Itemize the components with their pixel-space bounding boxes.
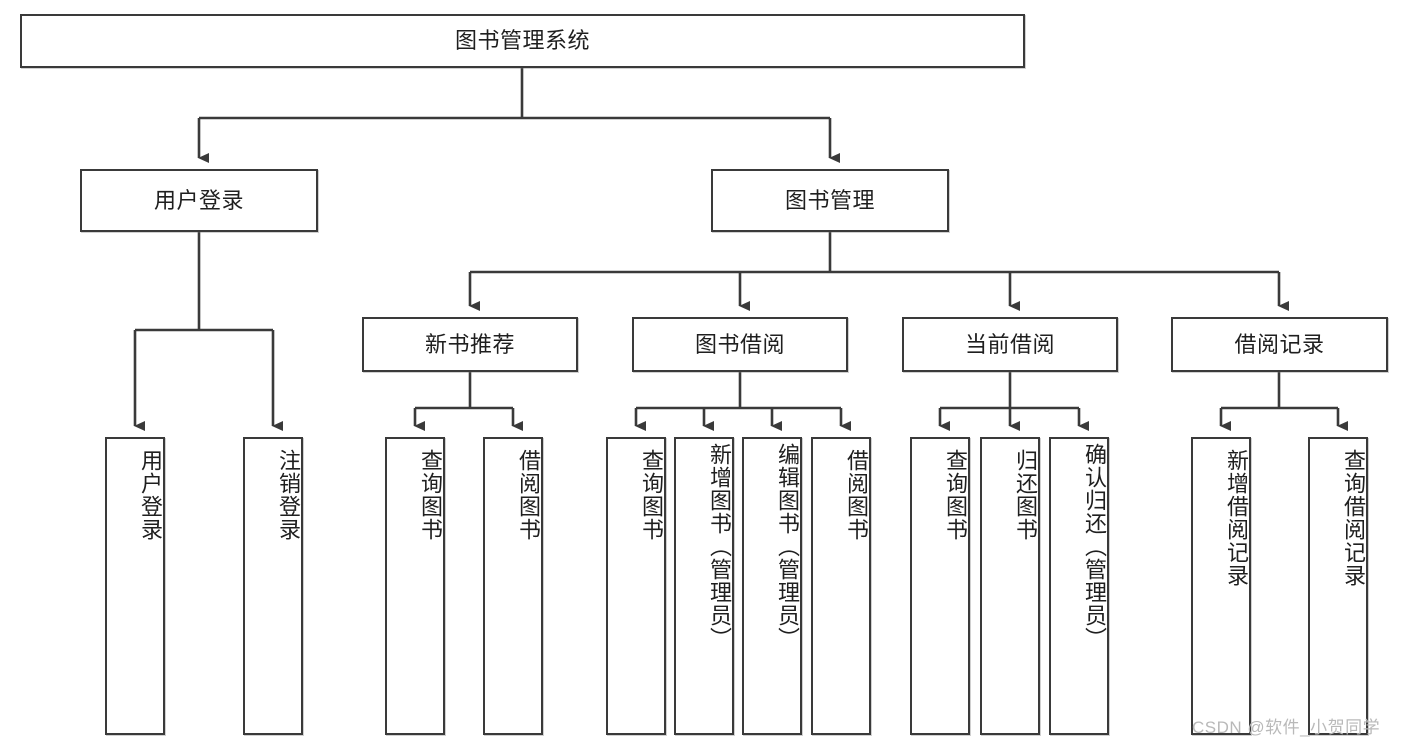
node-book-borrow-label: 图书借阅	[694, 331, 785, 357]
node-current-borrow[interactable]: 当前借阅	[902, 317, 1118, 372]
node-leaf-user-login[interactable]: 用户登录	[105, 437, 165, 735]
node-leaf-user-login-label: 用户登录	[138, 449, 163, 541]
node-leaf-borrow-lend-label: 借阅图书	[844, 449, 869, 541]
node-new-book-recommend[interactable]: 新书推荐	[362, 317, 578, 372]
node-leaf-record-query[interactable]: 查询借阅记录	[1308, 437, 1368, 735]
node-leaf-newbook-query-label: 查询图书	[418, 449, 443, 541]
node-book-borrow[interactable]: 图书借阅	[632, 317, 848, 372]
node-user-login-label: 用户登录	[153, 187, 244, 213]
node-root[interactable]: 图书管理系统	[20, 14, 1025, 68]
node-leaf-user-logout[interactable]: 注销登录	[243, 437, 303, 735]
node-book-management-label: 图书管理	[784, 187, 875, 213]
node-leaf-current-return-label: 归还图书	[1013, 449, 1038, 541]
node-book-management[interactable]: 图书管理	[711, 169, 949, 232]
node-root-label: 图书管理系统	[454, 28, 590, 53]
node-leaf-borrow-edit[interactable]: 编辑图书（管理员）	[742, 437, 802, 735]
node-leaf-newbook-borrow[interactable]: 借阅图书	[483, 437, 543, 735]
node-leaf-user-logout-label: 注销登录	[276, 449, 301, 541]
node-leaf-record-query-label: 查询借阅记录	[1341, 449, 1366, 587]
node-leaf-current-query[interactable]: 查询图书	[910, 437, 970, 735]
node-leaf-borrow-query-label: 查询图书	[639, 449, 664, 541]
node-leaf-borrow-add[interactable]: 新增图书（管理员）	[674, 437, 734, 735]
node-leaf-current-query-label: 查询图书	[943, 449, 968, 541]
node-leaf-current-confirm-label: 确认归还（管理员）	[1082, 443, 1107, 650]
node-leaf-borrow-add-label: 新增图书（管理员）	[707, 443, 732, 650]
node-leaf-newbook-borrow-label: 借阅图书	[516, 449, 541, 541]
node-new-book-recommend-label: 新书推荐	[424, 331, 515, 357]
node-leaf-newbook-query[interactable]: 查询图书	[385, 437, 445, 735]
node-leaf-record-add-label: 新增借阅记录	[1224, 449, 1249, 587]
node-leaf-borrow-edit-label: 编辑图书（管理员）	[775, 443, 800, 650]
node-current-borrow-label: 当前借阅	[964, 331, 1055, 357]
node-user-login[interactable]: 用户登录	[80, 169, 318, 232]
node-leaf-borrow-query[interactable]: 查询图书	[606, 437, 666, 735]
csdn-watermark: CSDN @软件_小贺同学	[1192, 718, 1381, 737]
node-leaf-current-confirm[interactable]: 确认归还（管理员）	[1049, 437, 1109, 735]
node-leaf-record-add[interactable]: 新增借阅记录	[1191, 437, 1251, 735]
node-leaf-current-return[interactable]: 归还图书	[980, 437, 1040, 735]
node-borrow-records-label: 借阅记录	[1234, 331, 1325, 357]
node-leaf-borrow-lend[interactable]: 借阅图书	[811, 437, 871, 735]
node-borrow-records[interactable]: 借阅记录	[1171, 317, 1388, 372]
